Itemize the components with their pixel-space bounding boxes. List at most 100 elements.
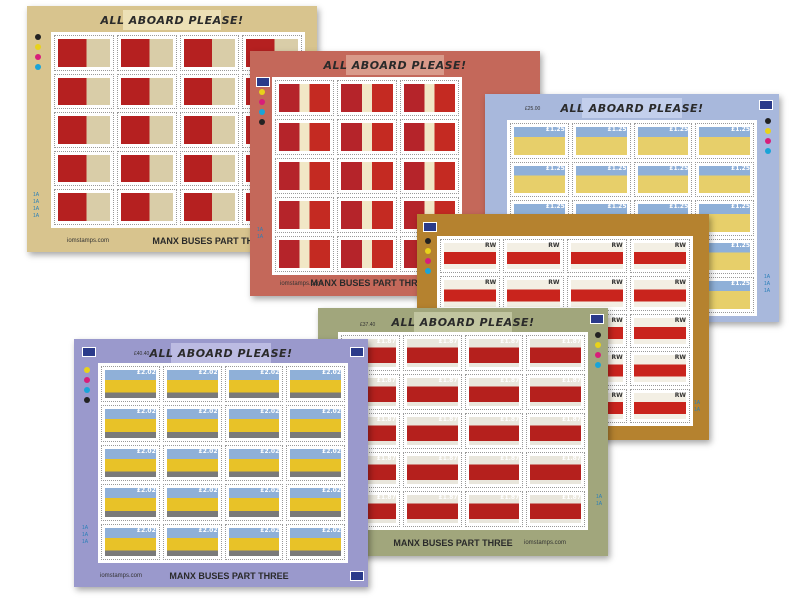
postal-logo bbox=[82, 347, 96, 357]
stamp bbox=[275, 119, 335, 155]
postal-logo bbox=[759, 100, 773, 110]
stamp bbox=[116, 35, 177, 71]
sheet-price: £37.40 bbox=[360, 322, 376, 328]
stamp bbox=[54, 112, 114, 148]
banner-title: ALL ABOARD PLEASE! bbox=[149, 346, 293, 360]
stamp: £1.87 bbox=[402, 452, 462, 488]
stamp: RW bbox=[629, 388, 690, 423]
banner-title: ALL ABOARD PLEASE! bbox=[391, 315, 535, 329]
stamp: RW bbox=[629, 276, 690, 311]
stamp: £2.02 bbox=[286, 405, 345, 442]
stamp bbox=[179, 150, 240, 187]
website-label: iomstamps.com bbox=[67, 238, 110, 244]
stamp: £1.25 bbox=[695, 123, 754, 159]
postal-logo bbox=[590, 314, 604, 324]
stamp bbox=[275, 80, 335, 116]
color-register-dots bbox=[84, 367, 90, 403]
banner-title: ALL ABOARD PLEASE! bbox=[560, 101, 704, 115]
sheet-price: £40.40 bbox=[134, 351, 150, 357]
stamp bbox=[337, 119, 397, 155]
stamp: £1.87 bbox=[526, 491, 585, 527]
postal-logo bbox=[350, 347, 364, 357]
stamp: £2.02 bbox=[286, 366, 345, 403]
postal-logo bbox=[423, 222, 437, 232]
stamp: £1.87 bbox=[464, 413, 524, 449]
stamp: £1.87 bbox=[464, 491, 524, 527]
stamp: £2.02 bbox=[101, 484, 160, 521]
stamp: RW bbox=[629, 313, 690, 349]
stamp: £2.02 bbox=[162, 405, 222, 442]
stamp-grid bbox=[272, 77, 462, 275]
sheet-banner: ALL ABOARD PLEASE! bbox=[485, 98, 779, 118]
stamp: £1.87 bbox=[526, 413, 585, 449]
stamp: £2.02 bbox=[101, 366, 160, 403]
color-register-dots bbox=[425, 238, 431, 274]
stamp: £2.02 bbox=[286, 523, 345, 560]
stamp bbox=[116, 150, 177, 187]
stamp: RW bbox=[503, 239, 564, 274]
stamp bbox=[275, 158, 335, 194]
stamp bbox=[337, 197, 397, 233]
sheet-footer: MANX BUSES PART THREE bbox=[393, 538, 513, 548]
postal-logo bbox=[256, 77, 270, 87]
stamp bbox=[179, 189, 240, 225]
color-register-dots bbox=[259, 89, 265, 125]
website-label: iomstamps.com bbox=[100, 573, 143, 579]
stamp: RW bbox=[566, 276, 627, 311]
color-register-dots bbox=[35, 34, 41, 70]
stamp: £2.02 bbox=[286, 444, 345, 482]
sheet-banner: ALL ABOARD PLEASE! bbox=[250, 55, 540, 75]
sheet-footer: MANX BUSES PART THREE bbox=[169, 571, 289, 581]
stamp: £1.87 bbox=[402, 491, 462, 527]
stamp: £2.02 bbox=[224, 484, 284, 521]
website-label: iomstamps.com bbox=[524, 540, 567, 546]
stamp bbox=[116, 189, 177, 225]
stamp: £2.02 bbox=[162, 366, 222, 403]
sheet-banner: ALL ABOARD PLEASE! bbox=[27, 10, 317, 30]
stamp: £1.87 bbox=[402, 413, 462, 449]
stamp bbox=[399, 119, 459, 155]
sheet-banner: ALL ABOARD PLEASE! bbox=[74, 343, 368, 363]
website-label: iomstamps.com bbox=[280, 281, 323, 287]
color-register-dots bbox=[765, 118, 771, 154]
stamp bbox=[337, 80, 397, 116]
stamp: £2.02 bbox=[101, 523, 160, 560]
color-register-dots bbox=[595, 332, 601, 368]
stamp bbox=[399, 158, 459, 194]
stamp: £1.25 bbox=[571, 161, 631, 198]
stamp bbox=[54, 189, 114, 225]
stamp: £1.25 bbox=[633, 161, 693, 198]
stamp: £1.25 bbox=[510, 123, 569, 159]
stamp: £1.25 bbox=[633, 123, 693, 159]
stamp bbox=[179, 73, 240, 110]
stamp: RW bbox=[566, 239, 627, 274]
stamp: £2.02 bbox=[162, 523, 222, 560]
stamp bbox=[54, 35, 114, 71]
stamp: £2.02 bbox=[162, 444, 222, 482]
stamp-grid: £2.02 £2.02 £2.02 £2.02 £2.02 £2.02 £2.0… bbox=[98, 363, 348, 563]
stamp: RW bbox=[629, 351, 690, 386]
stamp: £2.02 bbox=[224, 405, 284, 442]
stamp bbox=[54, 73, 114, 110]
stamp: RW bbox=[629, 239, 690, 274]
stamp: £2.02 bbox=[224, 523, 284, 560]
sheet-footer: MANX BUSES PART THREE bbox=[310, 278, 430, 288]
stamp: £2.02 bbox=[224, 444, 284, 482]
stamp: £1.87 bbox=[402, 335, 462, 371]
stamp: RW bbox=[440, 276, 501, 311]
sheet-footer: MANX BUSES PART THREE bbox=[152, 236, 272, 246]
stamp: £2.02 bbox=[101, 444, 160, 482]
stamp bbox=[116, 112, 177, 148]
stamp: RW bbox=[440, 239, 501, 274]
stamp: £2.02 bbox=[286, 484, 345, 521]
stamp bbox=[179, 35, 240, 71]
stamp: £1.87 bbox=[526, 452, 585, 488]
banner-title: ALL ABOARD PLEASE! bbox=[323, 58, 467, 72]
stamp: £1.87 bbox=[464, 335, 524, 371]
stamp: £1.25 bbox=[510, 161, 569, 198]
